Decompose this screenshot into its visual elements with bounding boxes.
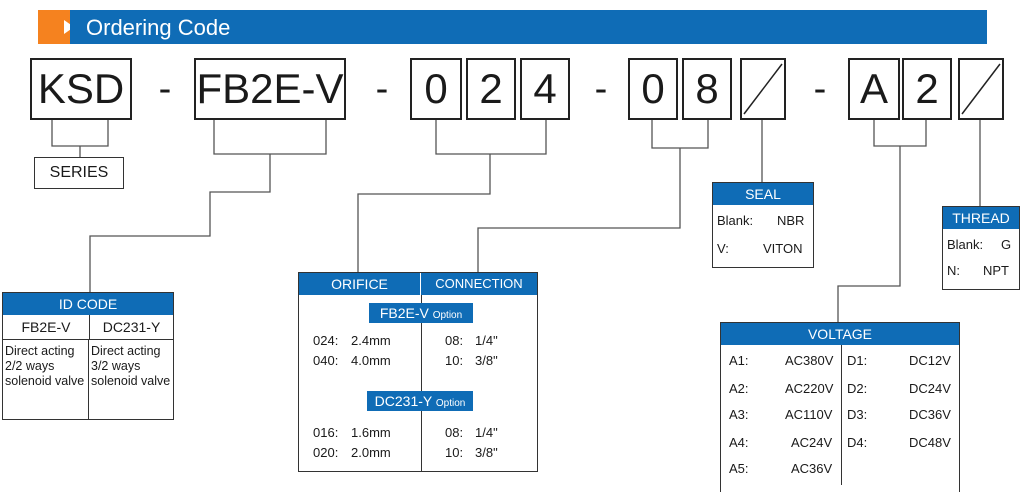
code-box-orifice-3: 4: [520, 58, 570, 120]
table-divider: [841, 345, 842, 485]
orifice-code: 040:: [313, 353, 339, 368]
option-badge-dc231-y: DC231-Y Option: [367, 391, 473, 411]
code-box-connection-1: 0: [628, 58, 678, 120]
orifice-value: 2.4mm: [351, 333, 391, 348]
seal-code: Blank:: [717, 213, 754, 228]
code-box-series: KSD: [30, 58, 132, 120]
id-code-column: FB2E-V: [3, 315, 90, 339]
id-code-table: ID CODE FB2E-V DC231-Y Direct acting 2/2…: [2, 292, 174, 420]
thread-code: Blank:: [947, 237, 984, 252]
voltage-value: DC48V: [909, 435, 951, 450]
blank-slash-icon: [743, 63, 783, 115]
connection-code: 10:: [445, 353, 464, 368]
seal-value: VITON: [763, 241, 803, 256]
id-code-title: ID CODE: [3, 293, 173, 315]
code-box-orifice-2: 2: [466, 58, 516, 120]
voltage-code: A2:: [729, 381, 749, 396]
code-box-orifice-1: 0: [410, 58, 462, 120]
orifice-value: 2.0mm: [351, 445, 391, 460]
option-suffix: Option: [435, 398, 466, 409]
connection-title: CONNECTION: [421, 273, 537, 295]
seal-value: NBR: [777, 213, 805, 228]
id-code-column: DC231-Y: [102, 319, 161, 335]
voltage-code: D3:: [847, 407, 868, 422]
separator: -: [594, 67, 608, 110]
code-box-voltage-1: A: [848, 58, 900, 120]
seal-title: SEAL: [713, 183, 813, 205]
thread-table: THREAD Blank: G N: NPT: [942, 206, 1020, 290]
orifice-code: 016:: [313, 425, 339, 440]
voltage-code: D4:: [847, 435, 868, 450]
voltage-title: VOLTAGE: [721, 323, 959, 345]
voltage-value: AC36V: [791, 461, 833, 476]
orifice-value: 1.6mm: [351, 425, 391, 440]
connection-code: 08:: [445, 425, 464, 440]
connection-code: 10:: [445, 445, 464, 460]
connection-value: 3/8": [475, 353, 498, 368]
header-arrow-icon: [64, 20, 74, 34]
orifice-code: 024:: [313, 333, 339, 348]
separator: -: [158, 67, 172, 110]
voltage-value: DC24V: [909, 381, 951, 396]
code-box-id: FB2E-V: [194, 58, 346, 120]
connection-value: 1/4": [475, 333, 498, 348]
orifice-title: ORIFICE: [299, 273, 421, 295]
blank-slash-icon: [961, 63, 1001, 115]
header-bar: [70, 10, 987, 44]
seal-code: V:: [717, 241, 729, 256]
voltage-code: D1:: [847, 353, 868, 368]
page-title: Ordering Code: [86, 15, 231, 40]
voltage-value: AC220V: [785, 381, 834, 396]
id-code-description: Direct acting 2/2 ways solenoid valve: [3, 340, 89, 420]
code-box-thread: [958, 58, 1004, 120]
voltage-code: D2:: [847, 381, 868, 396]
voltage-value: AC24V: [791, 435, 833, 450]
voltage-code: A1:: [729, 353, 749, 368]
option-name: DC231-Y: [374, 393, 432, 409]
voltage-table: VOLTAGE A1: AC380V A2: AC220V A3: AC110V…: [720, 322, 960, 492]
thread-code: N:: [947, 263, 960, 278]
connection-value: 3/8": [475, 445, 498, 460]
voltage-code: A4:: [729, 435, 749, 450]
orifice-value: 4.0mm: [351, 353, 391, 368]
thread-value: NPT: [983, 263, 1009, 278]
separator: -: [375, 67, 389, 110]
table-divider: [421, 295, 422, 471]
code-box-voltage-2: 2: [902, 58, 952, 120]
id-code-description: Direct acting 3/2 ways solenoid valve: [91, 344, 171, 388]
series-label: SERIES: [34, 157, 124, 189]
voltage-value: AC380V: [785, 353, 834, 368]
orifice-code: 020:: [313, 445, 339, 460]
separator: -: [813, 67, 827, 110]
option-suffix: Option: [432, 310, 463, 321]
voltage-code: A3:: [729, 407, 749, 422]
connection-code: 08:: [445, 333, 464, 348]
voltage-value: DC12V: [909, 353, 951, 368]
connection-value: 1/4": [475, 425, 498, 440]
thread-title: THREAD: [943, 207, 1019, 229]
code-box-seal: [740, 58, 786, 120]
voltage-code: A5:: [729, 461, 749, 476]
voltage-value: AC110V: [785, 407, 833, 422]
option-name: FB2E-V: [379, 305, 429, 321]
orifice-connection-table: ORIFICE CONNECTION FB2E-V Option 024: 2.…: [298, 272, 538, 472]
option-badge-fb2e-v: FB2E-V Option: [369, 303, 473, 323]
thread-value: G: [1001, 237, 1012, 252]
code-box-connection-2: 8: [682, 58, 732, 120]
voltage-value: DC36V: [909, 407, 951, 422]
seal-table: SEAL Blank: NBR V: VITON: [712, 182, 814, 268]
